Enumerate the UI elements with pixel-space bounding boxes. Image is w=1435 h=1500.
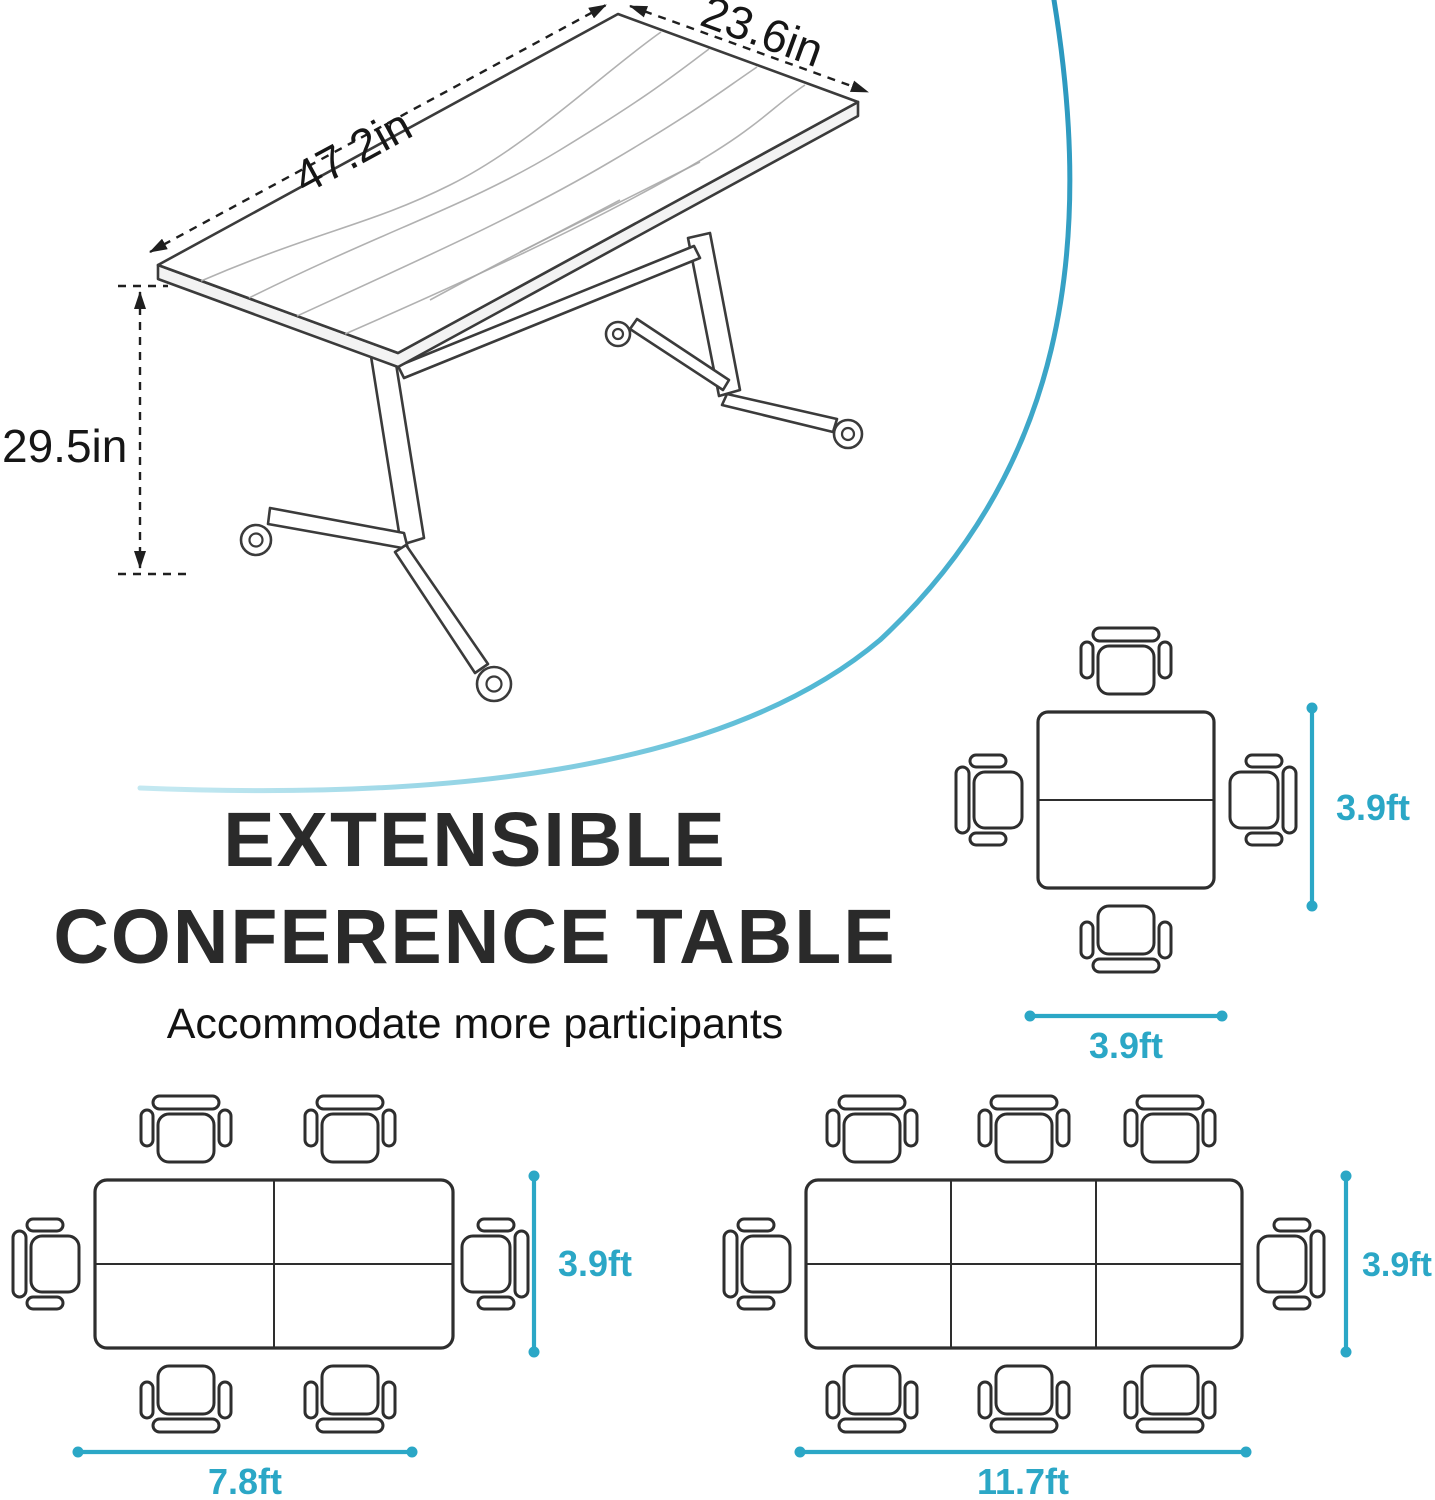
table-beam [396,244,702,380]
large-width-label: 11.7ft [977,1461,1069,1500]
chair-icon [977,1094,1071,1164]
large-height-label: 3.9ft [1362,1246,1432,1284]
chair-icon [139,1094,233,1164]
medium-width-dimension: 7.8ft [72,1446,418,1500]
decorative-arc [137,0,1073,794]
chair-icon [1079,626,1173,696]
chair-icon [1228,753,1298,847]
chair-icon [11,1217,81,1311]
chair-icon [303,1094,397,1164]
chair-icon [977,1364,1071,1434]
heading-block: EXTENSIBLE CONFERENCE TABLE Accommodate … [30,792,920,1049]
chair-icon [1256,1217,1326,1311]
page-title-line-2: CONFERENCE TABLE [53,894,897,980]
chair-icon [303,1364,397,1434]
layout-large: 3.9ft 11.7ft [722,1094,1432,1500]
table-3d-drawing: 47.2in 23.6in 29.5in [2,0,869,703]
large-width-dimension: 11.7ft [794,1446,1252,1500]
chair-icon [1123,1364,1217,1434]
medium-height-dimension: 3.9ft [528,1170,632,1358]
table-front-leg [239,343,513,703]
height-dimension-label: 29.5in [2,420,127,472]
chair-icon [460,1217,530,1311]
height-dimension: 29.5in [2,284,190,576]
chair-icon [139,1364,233,1434]
chair-icon [825,1364,919,1434]
chair-icon [825,1094,919,1164]
chair-icon [722,1217,792,1311]
chair-icon [1123,1094,1217,1164]
table-rear-leg [604,231,864,450]
page-title-line-1: EXTENSIBLE [223,797,727,883]
square-width-dimension: 3.9ft [1024,1010,1228,1066]
medium-height-label: 3.9ft [558,1243,632,1284]
layout-medium: 3.9ft 7.8ft [11,1094,632,1500]
chair-icon [954,753,1024,847]
page-subtitle: Accommodate more participants [166,1000,784,1048]
square-width-label: 3.9ft [1089,1025,1163,1066]
square-height-label: 3.9ft [1336,787,1410,828]
layout-square: 3.9ft 3.9ft [954,626,1410,1066]
square-height-dimension: 3.9ft [1306,702,1410,912]
medium-width-label: 7.8ft [208,1461,282,1500]
large-height-dimension: 3.9ft [1340,1170,1432,1358]
chair-icon [1079,904,1173,974]
